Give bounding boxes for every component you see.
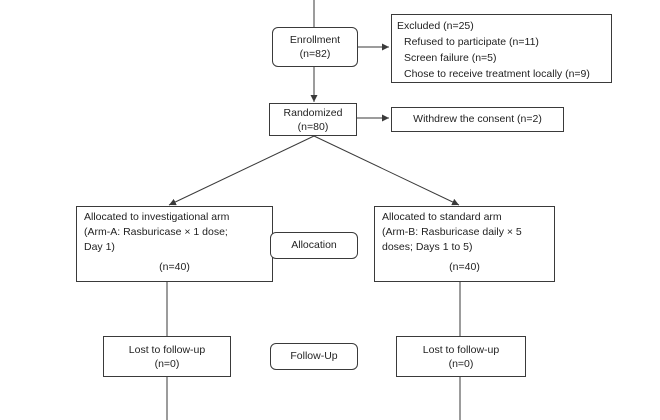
withdrew-label: Withdrew the consent (n=2) (413, 113, 542, 125)
excluded-box: Excluded (n=25) Refused to participate (… (391, 14, 612, 83)
arm-a-line: Day 1) (84, 241, 115, 253)
randomized-to-arm-a-arrow (168, 135, 315, 206)
randomized-count: (n=80) (297, 121, 329, 133)
arm-b-followup-label: Lost to follow-up (422, 344, 500, 356)
excluded-reason: Chose to receive treatment locally (n=9) (404, 68, 590, 80)
arm-a-line: Allocated to investigational arm (84, 211, 230, 223)
excluded-reason: Refused to participate (n=11) (404, 36, 539, 48)
randomized-label: Randomized (283, 107, 343, 119)
arm-b-line: (Arm-B: Rasburicase daily × 5 (382, 226, 522, 238)
arm-b-allocation-box: Allocated to standard arm (Arm-B: Rasbur… (374, 206, 555, 282)
followup-label: Follow-Up (290, 350, 338, 362)
arm-b-followup-count: (n=0) (448, 358, 474, 370)
followup-stage-label: Follow-Up (270, 343, 358, 370)
enrollment-box: Enrollment (n=82) (272, 27, 358, 67)
withdrew-box: Withdrew the consent (n=2) (391, 107, 564, 132)
arm-a-followup-label: Lost to follow-up (128, 344, 206, 356)
arm-a-line: (Arm-A: Rasburicase × 1 dose; (84, 226, 228, 238)
randomized-to-arm-b-arrow (313, 135, 460, 206)
enrollment-count: (n=82) (299, 48, 331, 60)
arm-b-count: (n=40) (449, 261, 480, 273)
arm-b-followup-box: Lost to follow-up (n=0) (396, 336, 526, 377)
excluded-reason: Screen failure (n=5) (404, 52, 497, 64)
randomized-box: Randomized (n=80) (269, 103, 357, 136)
arm-a-count: (n=40) (159, 261, 190, 273)
enrollment-label: Enrollment (289, 34, 341, 46)
arm-a-followup-count: (n=0) (154, 358, 180, 370)
arm-b-line: doses; Days 1 to 5) (382, 241, 473, 253)
allocation-label: Allocation (291, 239, 337, 251)
arm-a-allocation-box: Allocated to investigational arm (Arm-A:… (76, 206, 273, 282)
allocation-stage-label: Allocation (270, 232, 358, 259)
excluded-title: Excluded (n=25) (397, 20, 474, 32)
arm-b-line: Allocated to standard arm (382, 211, 502, 223)
arm-a-followup-box: Lost to follow-up (n=0) (103, 336, 231, 377)
